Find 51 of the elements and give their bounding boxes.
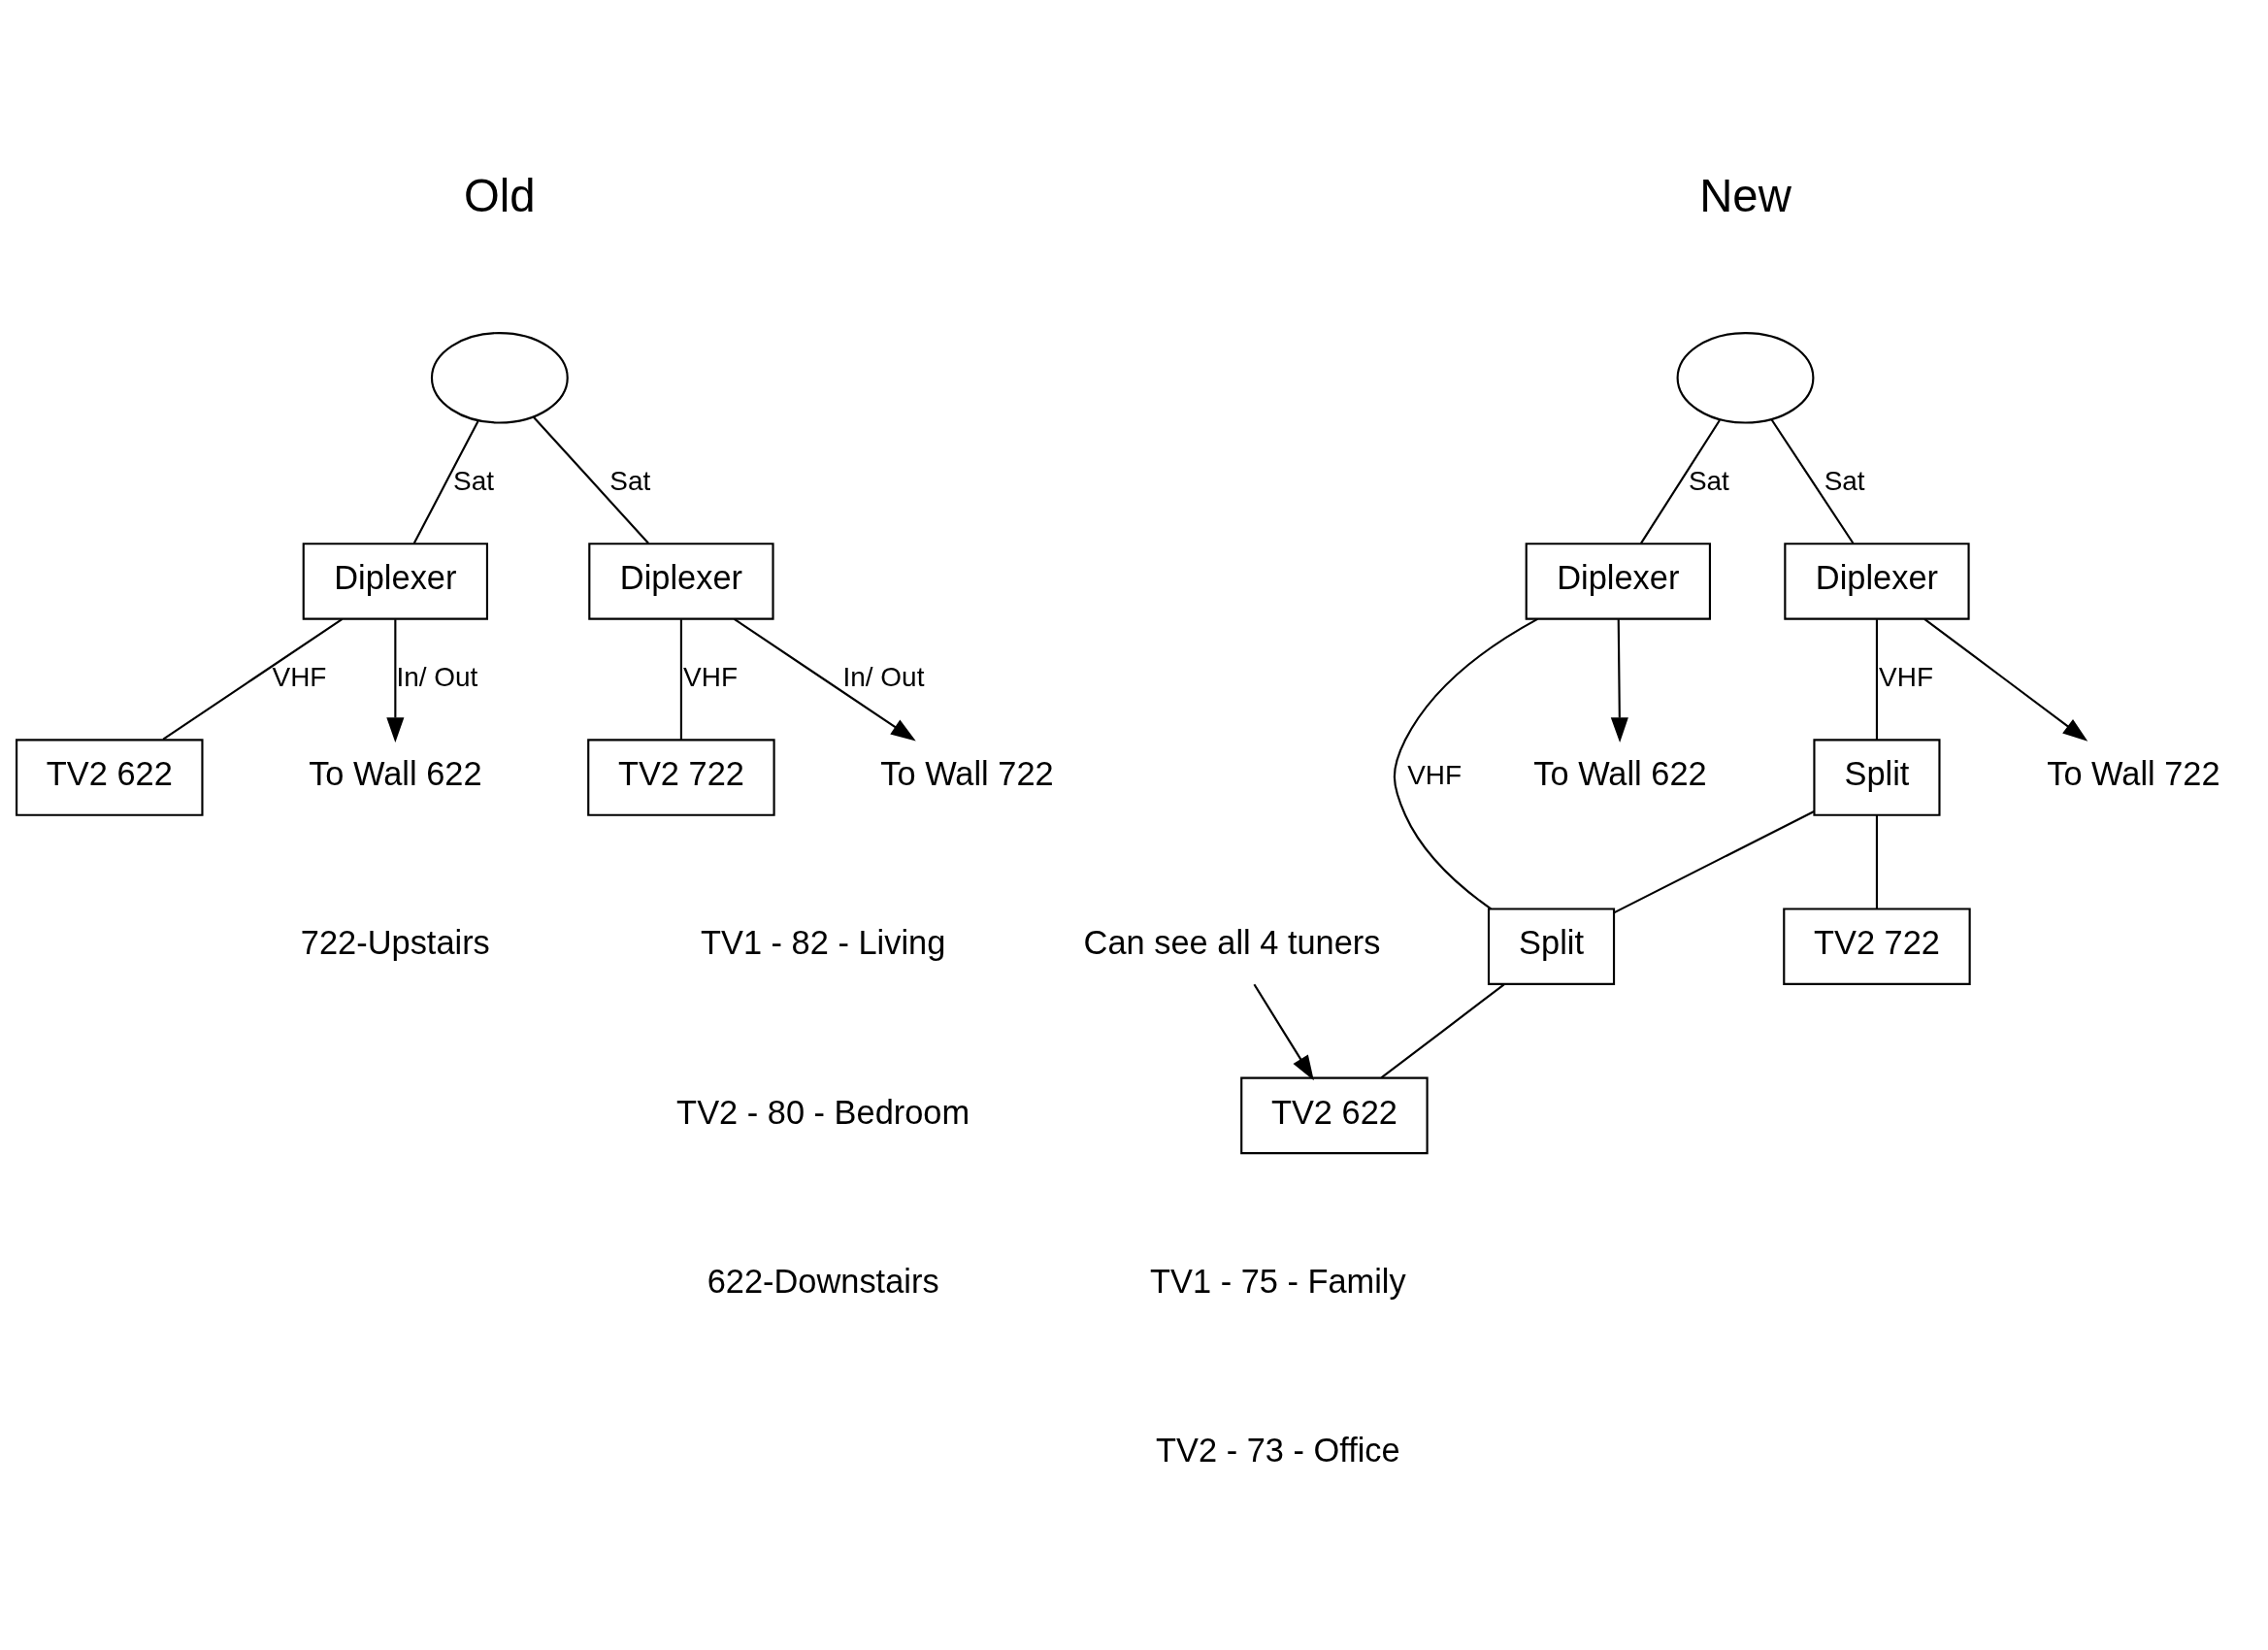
label: TV1 - 75 - Family <box>1150 1262 1406 1300</box>
label: TV2 - 80 - Bedroom <box>676 1093 970 1131</box>
label: TV2 - 73 - Office <box>1156 1431 1400 1468</box>
node-text: To Wall 622 <box>1533 754 1707 792</box>
label: 622-Downstairs <box>707 1262 939 1300</box>
node-text: Can see all 4 tuners <box>1083 923 1381 961</box>
connector <box>679 618 682 740</box>
edge-label: VHF <box>1879 661 1933 692</box>
edge-label: In/ Out <box>396 661 478 692</box>
node-box: Diplexer <box>588 542 774 620</box>
connector <box>1393 617 1538 909</box>
node-text: To Wall 722 <box>2047 754 2220 792</box>
edge-label: VHF <box>1407 759 1463 790</box>
node-box: TV2 622 <box>1240 1076 1429 1154</box>
edge-label: Sat <box>453 465 494 496</box>
label: TV1 - 82 - Living <box>700 923 946 961</box>
connector <box>1380 982 1505 1078</box>
node-circle <box>430 331 569 424</box>
edge-label: VHF <box>683 661 738 692</box>
label: New <box>1699 168 1791 220</box>
edge-label: In/ Out <box>842 661 925 692</box>
connector <box>1770 417 1855 544</box>
edge-label: Sat <box>1824 465 1865 496</box>
arrow <box>1253 983 1314 1080</box>
node-box: Diplexer <box>1525 542 1711 620</box>
edge-label: VHF <box>272 661 327 692</box>
node-circle <box>1676 331 1815 424</box>
node-text: To Wall 622 <box>309 754 482 792</box>
node-box: Split <box>1487 907 1616 985</box>
label: Old <box>464 168 536 220</box>
connector <box>533 415 649 544</box>
node-box: TV2 722 <box>1783 907 1971 985</box>
connector <box>1875 618 1879 740</box>
arrow <box>734 617 916 741</box>
label: 722-Upstairs <box>300 923 490 961</box>
arrow <box>1610 618 1628 742</box>
connector <box>1614 809 1815 913</box>
connector <box>162 617 344 741</box>
node-box: TV2 622 <box>16 738 204 816</box>
edge-label: Sat <box>609 465 651 496</box>
node-text: To Wall 722 <box>880 754 1054 792</box>
node-box: Diplexer <box>302 542 489 620</box>
node-box: Split <box>1813 738 1941 816</box>
connector <box>1639 418 1721 544</box>
node-box: Diplexer <box>1784 542 1970 620</box>
connector <box>1875 814 1879 908</box>
arrow <box>1923 617 2088 742</box>
arrow <box>386 618 405 742</box>
edge-label: Sat <box>1688 465 1729 496</box>
connector <box>412 420 479 544</box>
node-box: TV2 722 <box>587 738 775 816</box>
